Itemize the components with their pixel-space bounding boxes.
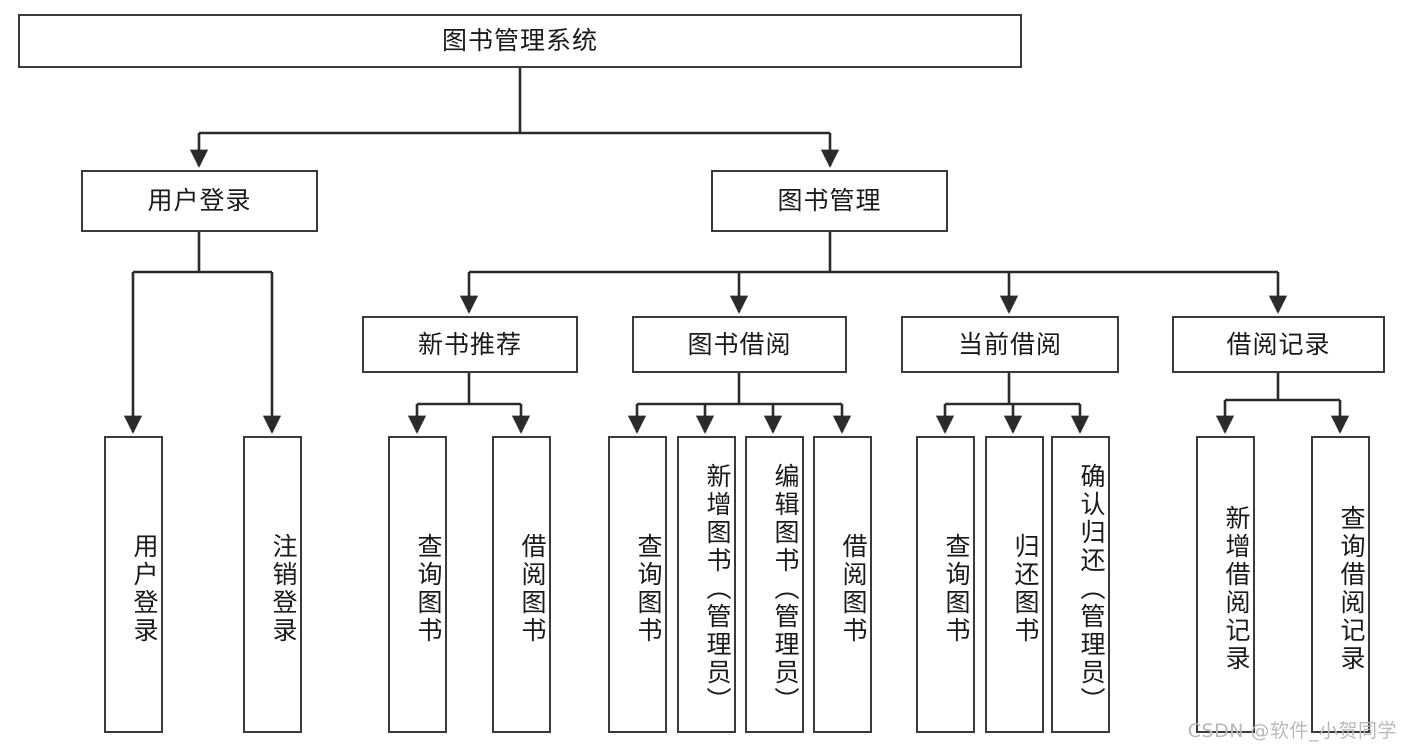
node-new-book-recommend[interactable]: 新书推荐 — [362, 316, 578, 373]
node-leaf-return-books-label: 归还图书 — [1011, 532, 1040, 645]
node-leaf-logout-label: 注销登录 — [269, 532, 298, 645]
watermark-text: CSDN @软件_小贺同学 — [1187, 720, 1397, 742]
node-root[interactable]: 图书管理系统 — [18, 14, 1022, 68]
node-user-login-label: 用户登录 — [147, 186, 252, 216]
node-leaf-query-books-new[interactable]: 查询图书 — [388, 436, 447, 733]
node-leaf-query-books-current[interactable]: 查询图书 — [916, 436, 975, 733]
node-leaf-confirm-return-admin[interactable]: 确认归还（管理员） — [1051, 436, 1110, 733]
node-leaf-add-borrow-record[interactable]: 新增借阅记录 — [1196, 436, 1255, 733]
node-user-login[interactable]: 用户登录 — [81, 170, 318, 232]
node-current-borrow-label: 当前借阅 — [957, 329, 1062, 359]
node-leaf-borrow-books-new[interactable]: 借阅图书 — [492, 436, 551, 733]
node-borrow-records[interactable]: 借阅记录 — [1172, 316, 1385, 373]
node-leaf-add-book-admin[interactable]: 新增图书（管理员） — [677, 436, 736, 733]
node-leaf-borrow-books-new-label: 借阅图书 — [518, 532, 547, 645]
node-leaf-query-books-borrow-label: 查询图书 — [634, 532, 663, 645]
node-current-borrow[interactable]: 当前借阅 — [901, 316, 1119, 373]
node-leaf-confirm-return-admin-label: 确认归还（管理员） — [1077, 462, 1106, 715]
node-book-management-label: 图书管理 — [777, 186, 882, 216]
node-book-borrow[interactable]: 图书借阅 — [632, 316, 847, 373]
node-leaf-user-login-label: 用户登录 — [130, 532, 159, 645]
node-leaf-query-borrow-record-label: 查询借阅记录 — [1337, 504, 1366, 673]
node-leaf-logout[interactable]: 注销登录 — [243, 436, 302, 733]
node-leaf-add-book-admin-label: 新增图书（管理员） — [703, 462, 732, 715]
node-leaf-query-borrow-record[interactable]: 查询借阅记录 — [1311, 436, 1370, 733]
node-leaf-query-books-borrow[interactable]: 查询图书 — [608, 436, 667, 733]
node-leaf-borrow-books[interactable]: 借阅图书 — [813, 436, 872, 733]
node-leaf-edit-book-admin[interactable]: 编辑图书（管理员） — [745, 436, 804, 733]
node-leaf-query-books-current-label: 查询图书 — [942, 532, 971, 645]
node-root-label: 图书管理系统 — [441, 26, 598, 56]
node-leaf-query-books-new-label: 查询图书 — [414, 532, 443, 645]
node-leaf-return-books[interactable]: 归还图书 — [985, 436, 1044, 733]
node-book-borrow-label: 图书借阅 — [687, 329, 792, 359]
node-new-book-recommend-label: 新书推荐 — [417, 329, 522, 359]
node-leaf-borrow-books-label: 借阅图书 — [839, 532, 868, 645]
node-leaf-user-login[interactable]: 用户登录 — [104, 436, 163, 733]
node-leaf-add-borrow-record-label: 新增借阅记录 — [1222, 504, 1251, 673]
node-leaf-edit-book-admin-label: 编辑图书（管理员） — [771, 462, 800, 715]
node-borrow-records-label: 借阅记录 — [1226, 329, 1331, 359]
node-book-management[interactable]: 图书管理 — [711, 170, 948, 232]
